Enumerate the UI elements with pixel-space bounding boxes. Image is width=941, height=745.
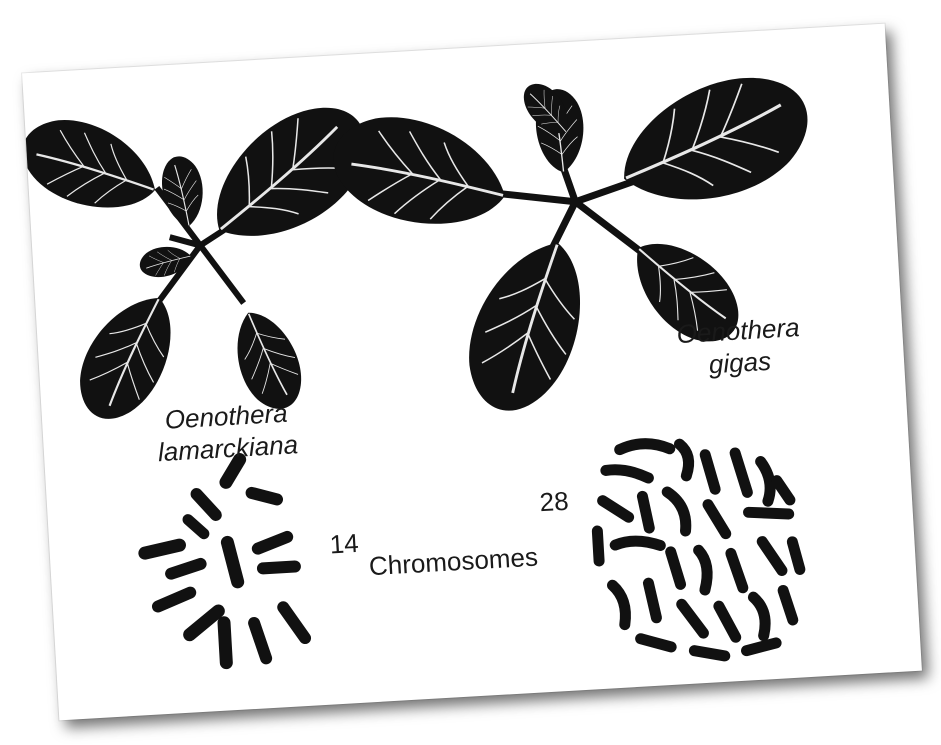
right-species-label: Oenothera gigas: [637, 309, 840, 384]
chromosome-spread-14: [140, 456, 306, 667]
chromosome-spread-28: [592, 435, 804, 663]
illustration-card: Oenothera lamarckiana Oenothera gigas 14…: [22, 24, 922, 721]
count-14-label: 14: [329, 527, 360, 561]
left-species-label: Oenothera lamarckiana: [125, 394, 328, 469]
left-plant-drawing: [22, 77, 404, 439]
count-28-label: 28: [539, 485, 570, 519]
right-plant-drawing: [316, 49, 841, 437]
